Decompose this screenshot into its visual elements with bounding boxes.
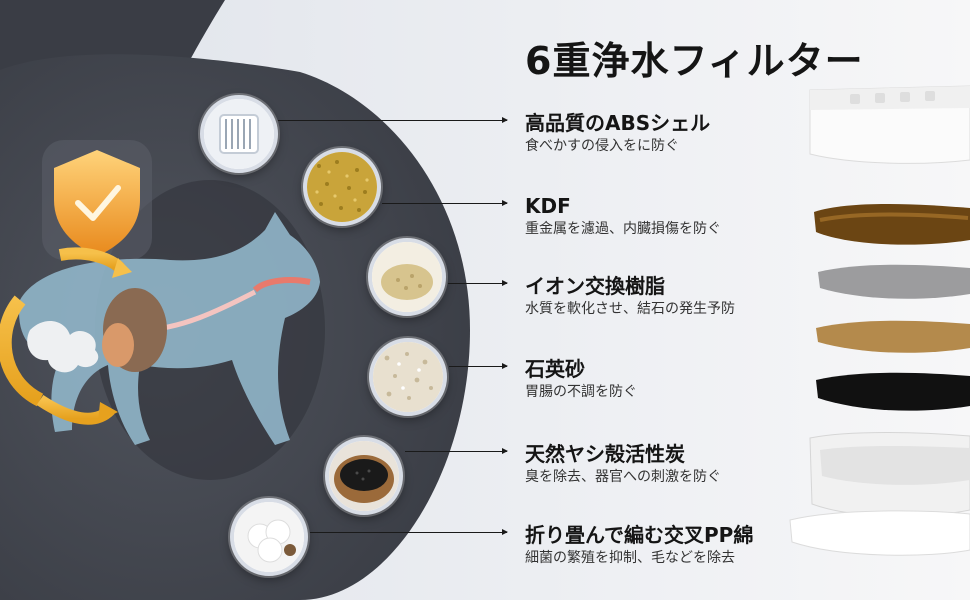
quartz-sand-icon bbox=[369, 338, 447, 416]
filter-layer-stack bbox=[789, 85, 970, 556]
filter-label: 石英砂 胃腸の不調を防ぐ bbox=[525, 356, 815, 402]
kdf-layer-texture bbox=[819, 212, 969, 222]
abs-shell-layer bbox=[809, 85, 970, 164]
pp-cotton-icon bbox=[230, 498, 308, 576]
filter-desc: 細菌の繁殖を抑制、毛などを除去 bbox=[525, 550, 735, 566]
filter-desc: 胃腸の不調を防ぐ bbox=[525, 384, 637, 400]
abs-shell-icon bbox=[200, 95, 278, 173]
filter-name: 石英砂 bbox=[525, 357, 585, 381]
base-ring-layer bbox=[789, 510, 970, 556]
resin-layer bbox=[818, 264, 970, 299]
filter-name: KDF bbox=[525, 194, 571, 218]
leader-line bbox=[449, 363, 508, 369]
leader-line bbox=[382, 200, 508, 206]
filter-name: 高品質のABSシェル bbox=[525, 111, 711, 135]
leader-line bbox=[278, 117, 508, 123]
ion-resin-icon bbox=[368, 238, 446, 316]
filter-label: KDF 重金属を濾過、内臓損傷を防ぐ bbox=[525, 193, 815, 239]
filter-name: 天然ヤシ殻活性炭 bbox=[525, 442, 685, 466]
filter-label: 折り畳んで編む交叉PP綿 細菌の繁殖を抑制、毛などを除去 bbox=[525, 522, 815, 568]
leader-line bbox=[405, 448, 508, 454]
leader-line bbox=[310, 529, 508, 535]
cat-anatomy-illustration bbox=[0, 212, 321, 445]
filter-desc: 水質を軟化させ、結石の発生予防 bbox=[525, 301, 735, 317]
pp-cotton-layer bbox=[809, 432, 970, 517]
filter-desc: 重金属を濾過、内臓損傷を防ぐ bbox=[525, 221, 721, 237]
kdf-granules-icon bbox=[303, 148, 381, 226]
filter-desc: 臭を除去、器官への刺激を防ぐ bbox=[525, 469, 721, 485]
quartz-layer bbox=[816, 320, 970, 353]
carbon-layer bbox=[816, 372, 970, 411]
filter-name: イオン交換樹脂 bbox=[525, 274, 665, 298]
coconut-carbon-icon bbox=[325, 437, 403, 515]
filter-label: 天然ヤシ殻活性炭 臭を除去、器官への刺激を防ぐ bbox=[525, 441, 815, 487]
filter-desc: 食べかすの侵入をに防ぐ bbox=[525, 138, 679, 154]
filter-label: 高品質のABSシェル 食べかすの侵入をに防ぐ bbox=[525, 110, 815, 156]
page-title: 6重浄水フィルター bbox=[525, 39, 864, 83]
shield-icon bbox=[42, 140, 152, 260]
leader-line bbox=[448, 280, 508, 286]
filter-label: イオン交換樹脂 水質を軟化させ、結石の発生予防 bbox=[525, 273, 815, 319]
kdf-layer bbox=[814, 204, 970, 245]
filter-name: 折り畳んで編む交叉PP綿 bbox=[525, 523, 754, 547]
